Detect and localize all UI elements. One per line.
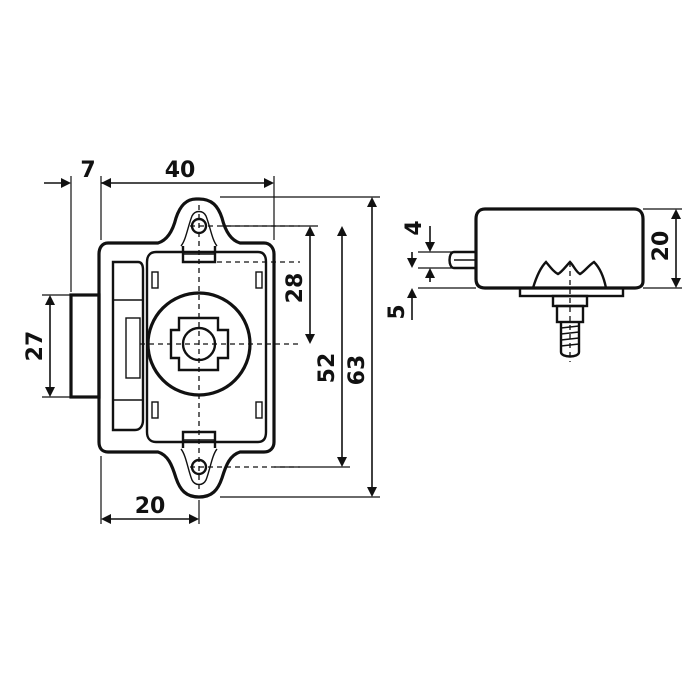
- dim-pin-height: 4: [402, 220, 427, 235]
- dim-overall-height: 63: [345, 355, 370, 386]
- top-ear-inner: [180, 210, 218, 247]
- side-shaft: [555, 304, 585, 324]
- bolt-housing: [111, 260, 145, 432]
- dim-center-offset: 20: [135, 494, 166, 519]
- dim-bolt-height: 27: [23, 331, 48, 362]
- side-pin: [448, 250, 476, 270]
- cylinder-key-slot: [169, 316, 230, 372]
- dim-offset-width: 7: [80, 158, 95, 183]
- dim-inner-height: 52: [315, 353, 340, 384]
- front-view: [69, 197, 300, 499]
- dim-body-thickness: 20: [649, 231, 674, 262]
- housing-outline: [97, 197, 276, 499]
- dim-overall-width: 40: [165, 158, 196, 183]
- dim-pin-offset: 5: [385, 304, 410, 319]
- side-body: [474, 207, 645, 290]
- side-view: [448, 207, 645, 362]
- latch-bolt: [69, 293, 101, 399]
- side-view-dimensions: 4 5 20: [385, 208, 682, 320]
- front-view-dimensions: 7 40 27 20 28 52 63: [23, 158, 380, 524]
- housing-inner: [145, 250, 268, 444]
- dim-cylinder-to-center: 28: [283, 273, 308, 304]
- bolt-slot: [125, 317, 141, 379]
